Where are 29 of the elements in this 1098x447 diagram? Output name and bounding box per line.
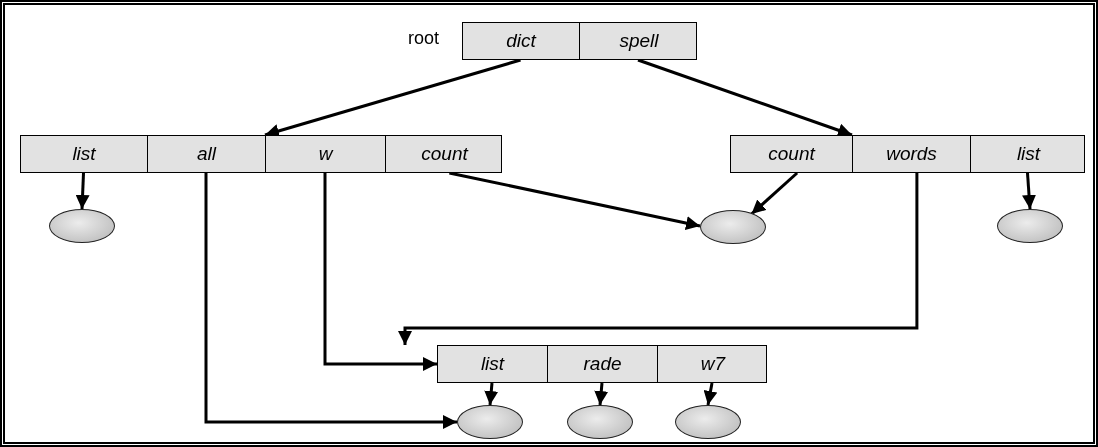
directory-entry: w7 bbox=[658, 346, 768, 382]
directory-table bbox=[20, 135, 502, 173]
directory-entry: w bbox=[266, 136, 386, 172]
directory-entry: list bbox=[438, 346, 548, 382]
directory-entry: dict bbox=[463, 23, 580, 59]
arrow bbox=[594, 382, 609, 406]
directory-entry: spell bbox=[580, 23, 698, 59]
directory-entry: list bbox=[971, 136, 1086, 172]
arrow bbox=[750, 171, 799, 216]
arrow bbox=[398, 173, 919, 345]
arrow bbox=[449, 171, 701, 230]
arrow bbox=[1022, 172, 1036, 210]
directory-table bbox=[730, 135, 1085, 173]
directory-table bbox=[462, 22, 697, 60]
directory-entry: list bbox=[21, 136, 148, 172]
arrow bbox=[637, 58, 853, 137]
directory-entry: count bbox=[386, 136, 503, 172]
root-label: root bbox=[408, 28, 440, 49]
arrow bbox=[323, 173, 437, 371]
directory-entry: words bbox=[853, 136, 971, 172]
directory-entry: count bbox=[731, 136, 853, 172]
arrow bbox=[703, 382, 718, 406]
arrow bbox=[75, 172, 90, 210]
file-node bbox=[700, 210, 766, 244]
directory-entry: all bbox=[148, 136, 266, 172]
arrow bbox=[204, 173, 457, 429]
arrow bbox=[484, 382, 499, 406]
directory-table bbox=[437, 345, 767, 383]
directory-entry: rade bbox=[548, 346, 658, 382]
